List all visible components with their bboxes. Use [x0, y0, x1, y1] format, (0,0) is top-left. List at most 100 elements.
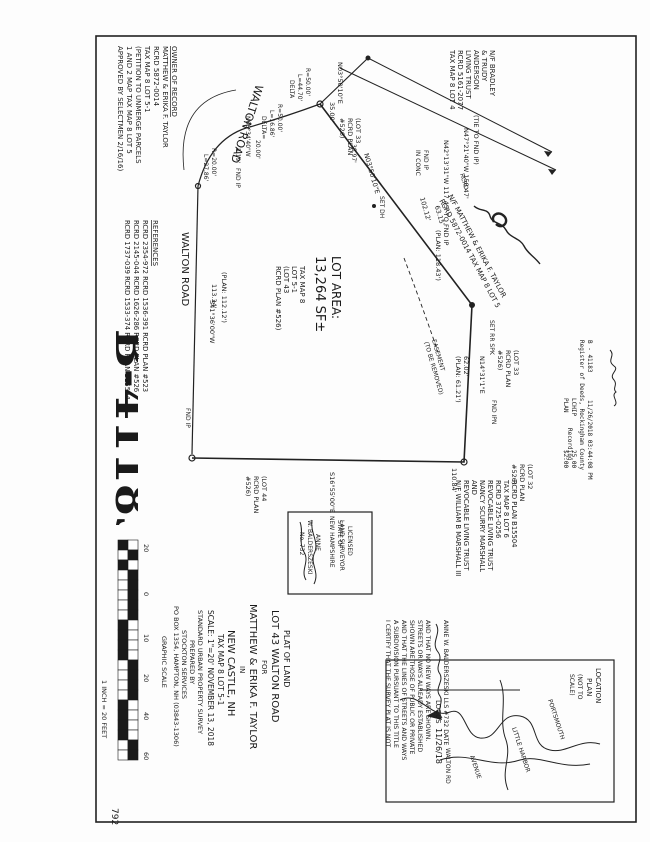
page-number: 792 — [109, 808, 119, 825]
bearing-west-dist-text: 113.34' — [210, 284, 218, 309]
curve1-d: DELTA — [288, 80, 295, 99]
scale-t2: 10 — [142, 634, 150, 642]
dist-3897-text: 38.97' — [350, 144, 357, 163]
bearing-mid-text: N03°50'10"E — [362, 152, 381, 194]
bearing-west-plan: (PLAN: 112.12') — [220, 272, 228, 323]
dist-219: 2.19' — [234, 148, 241, 163]
seal-l4: W. BALDERSZESKI — [306, 520, 313, 575]
scale-cell — [127, 589, 139, 601]
curve-data-2: R=50.00' L=16.86' DELTA= — [260, 104, 283, 139]
bearing-n66: N66°34'40"W — [244, 116, 251, 157]
scale-cell — [127, 609, 139, 621]
stamp-line6: 25.00 — [570, 450, 577, 468]
cert-l7: ANNE W. BALDERSZESKI LLS #732 DATE — [442, 620, 449, 745]
loc-avenue: AVENUE — [468, 754, 482, 779]
lot33-l2: RCRD PLAN — [346, 118, 354, 155]
bearing-south-dist-text: 110.84' — [450, 468, 458, 493]
curve2-l: L=16.86' — [268, 110, 275, 138]
marshall-l6: RCRD 3725-0256 — [494, 480, 502, 538]
document-number-text: B-41183 — [105, 329, 138, 525]
register-signature — [609, 349, 617, 407]
scale-cell — [117, 659, 129, 671]
marshall-l8: RCRD PLAN B15504 — [510, 480, 518, 547]
stamp-line7: Recording — [566, 428, 573, 461]
scale-ratio: 1 INCH = 20 FEET — [100, 680, 108, 738]
owner-line5: 1 AND 2 MAP TAX MAP 8 LOT 5 — [125, 46, 133, 154]
title-l5: IN — [238, 666, 246, 673]
scale-cell — [127, 679, 139, 691]
road-edge-curve — [197, 103, 321, 187]
tie-line-2 — [339, 67, 557, 171]
marshall-l2: REVOCABLE LIVING TRUST — [462, 480, 470, 571]
scale-cell — [117, 559, 129, 571]
scale-cell — [127, 559, 139, 571]
lot44-l3: #526) — [244, 476, 252, 496]
scale-cell — [117, 629, 129, 641]
owner-heading: OWNER OF RECORD — [170, 46, 178, 117]
cert-l3: AND THAT THE LINES OF STREETS AND WAYS — [400, 620, 407, 760]
bearing-south-text: S16°55'00"E — [328, 472, 336, 513]
loc-l3: (NOT TO — [576, 674, 583, 700]
surveyor-signature — [434, 623, 443, 719]
scale-t1: 0 — [142, 592, 150, 596]
loc-l2: PLAN — [585, 678, 593, 696]
curve-data-3: R=20.00' L=27.86' — [202, 148, 217, 182]
owner-line3: TAX MAP 8 LOT 5-1 — [143, 45, 151, 113]
bearing-north-dist: 35.00' — [328, 102, 336, 123]
scale-cell — [117, 549, 129, 561]
scale-cell — [117, 679, 129, 691]
loc-l4: SCALE) — [568, 674, 575, 696]
lot44-l2: RCRD PLAN — [252, 476, 260, 513]
loc-little-harbor: LITTLE HARBOR — [510, 726, 531, 773]
set-dh-text: SET DH — [378, 196, 385, 218]
title-l1: PLAT OF LAND — [282, 630, 291, 687]
monument-road-pc — [194, 182, 202, 190]
recording-stamp: B - 41183 Register of Deeds, Rockingham … — [562, 340, 617, 480]
label-fnd-ip-road: FND IP — [234, 168, 241, 188]
loc-portsmouth: PORTSMOUTH — [546, 698, 566, 740]
location-road-c — [499, 679, 509, 791]
title-l7: TAX MAP 8 LOT 5-1 — [216, 633, 225, 706]
curve3-r: R=20.00' — [210, 148, 217, 176]
lot33-l1: (LOT 33 — [354, 118, 362, 143]
graphic-scale: 20 0 10 20 40 60 GRAPHIC SCALE 1 INCH = … — [100, 539, 168, 761]
lot32-l2: RCRD PLAN — [518, 464, 526, 501]
lot33b-l2: RCRD PLAN — [504, 350, 512, 387]
scale-cell — [127, 739, 139, 751]
title-l8: SCALE: 1"=20' NOVEMBER 13, 2018 — [206, 610, 215, 746]
location-road-b — [420, 689, 591, 766]
seal-l3: ANNE — [314, 534, 321, 551]
lot-area-value: 13,264 SF± — [312, 256, 327, 332]
location-road-a — [399, 697, 601, 752]
bearing-south: S16°55'00"E — [328, 472, 336, 513]
title-l3: FOR — [260, 660, 268, 675]
taylor-l2: RCRD 5872-0014 TAX MAP 8 LOT 5 — [437, 198, 501, 309]
tie2-text: N42°13'31"W 117.45' TO FND IP — [442, 140, 450, 246]
monument-corner-sw — [188, 454, 196, 462]
seal-signature — [299, 519, 317, 585]
scale-cell — [127, 659, 139, 671]
lot33b-l3: #526) — [496, 350, 504, 370]
scale-cell — [117, 589, 129, 601]
bearing-east-dist: 62.02' — [462, 356, 470, 377]
title-l9: STANDARD URBAN PROPERTY SURVEY — [196, 610, 204, 734]
title-l10: PREPARED BY — [188, 640, 196, 684]
scale-cell — [127, 619, 139, 631]
scale-cell — [117, 749, 129, 761]
scale-bar — [117, 539, 139, 761]
fnd-ipn-text: FND IPN — [490, 400, 497, 424]
scale-cell — [117, 689, 129, 701]
scale-cell — [117, 739, 129, 751]
locus-arrow — [426, 710, 442, 720]
scale-cell — [127, 539, 139, 551]
bearing-north-text: N03°50'10"E — [336, 62, 344, 104]
bearing-east-text: N14°31'1"E — [478, 356, 486, 394]
bearing-west-dist: (PLAN: 112.12') 113.34' — [210, 272, 228, 323]
tie1-label: N47°21'40"W 158.47' — [462, 128, 470, 199]
owner-line1: MATTHEW & ERIKA F. TAYLOR — [161, 46, 169, 148]
cert-date: 11/26/18 — [434, 728, 443, 764]
title-l11: STOCKTON SERVICES — [180, 630, 188, 699]
lot33-l3: #526) — [338, 118, 346, 138]
anderson-l5: RCRD 5161-2077 — [456, 50, 464, 110]
bearing-north: N03°50'10"E 35.00' — [328, 62, 344, 123]
